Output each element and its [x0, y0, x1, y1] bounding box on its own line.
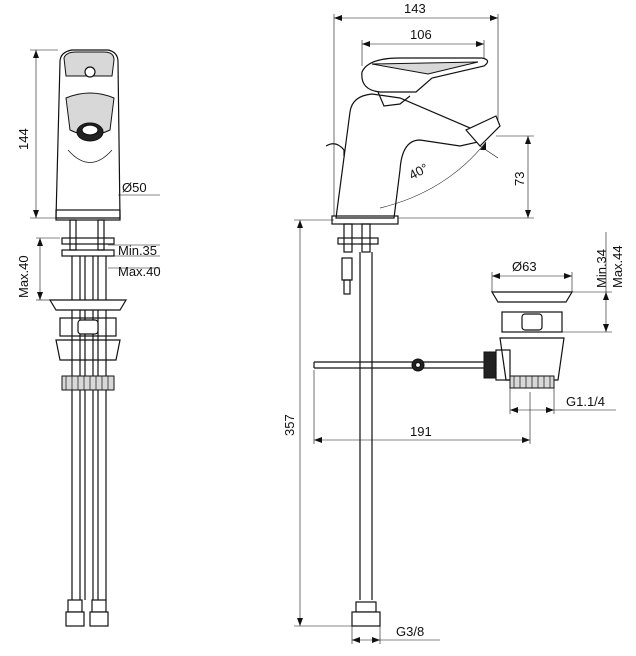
- label-front-height: 144: [16, 128, 31, 150]
- label-swivel-angle: 40°: [406, 160, 430, 182]
- front-fixing-nut: [61, 237, 115, 245]
- label-spout-height: 73: [512, 172, 527, 186]
- side-base: [331, 215, 399, 225]
- label-spout-dia: Ø50: [122, 180, 147, 195]
- waste-body: [499, 337, 565, 381]
- label-lever-length: 106: [410, 27, 432, 42]
- label-waste-dia: Ø63: [512, 259, 537, 274]
- front-view: 144 Ø50 Min.35 Max.40 Max.40: [16, 49, 161, 627]
- label-max-40-vertical: Max.40: [16, 255, 31, 298]
- front-waste-plug: [48, 299, 128, 311]
- front-lever-top: [63, 51, 115, 77]
- front-base: [55, 209, 121, 221]
- waste-plug: [490, 291, 574, 303]
- label-waste-min: Min.34: [594, 249, 609, 288]
- front-waste-thread: [61, 375, 115, 391]
- label-overall-height: 357: [282, 414, 297, 436]
- label-waste-thread: G1.1/4: [566, 394, 605, 409]
- label-max-40-right: Max.40: [118, 264, 161, 279]
- waste-view: Ø63 Min.34 Max.44 G1.1/4 191: [313, 232, 625, 444]
- rod-connector: [483, 351, 497, 379]
- label-waste-max: Max.44: [610, 245, 625, 288]
- front-waste-body: [55, 339, 121, 361]
- label-total-width: 143: [404, 1, 426, 16]
- side-pop-up-knob: [325, 143, 345, 156]
- front-tap-body: [55, 49, 121, 219]
- front-indicator: [84, 66, 96, 78]
- label-min-35: Min.35: [118, 243, 157, 258]
- front-hose-fitting: [67, 599, 83, 613]
- side-hose-fitting: [355, 601, 377, 613]
- side-view: 143 106 40° 73 357 G3/8: [282, 1, 534, 644]
- label-rod-length: 191: [410, 424, 432, 439]
- angle-arc: [379, 141, 487, 209]
- label-hose-thread: G3/8: [396, 624, 424, 639]
- side-spout-tip: [465, 115, 501, 147]
